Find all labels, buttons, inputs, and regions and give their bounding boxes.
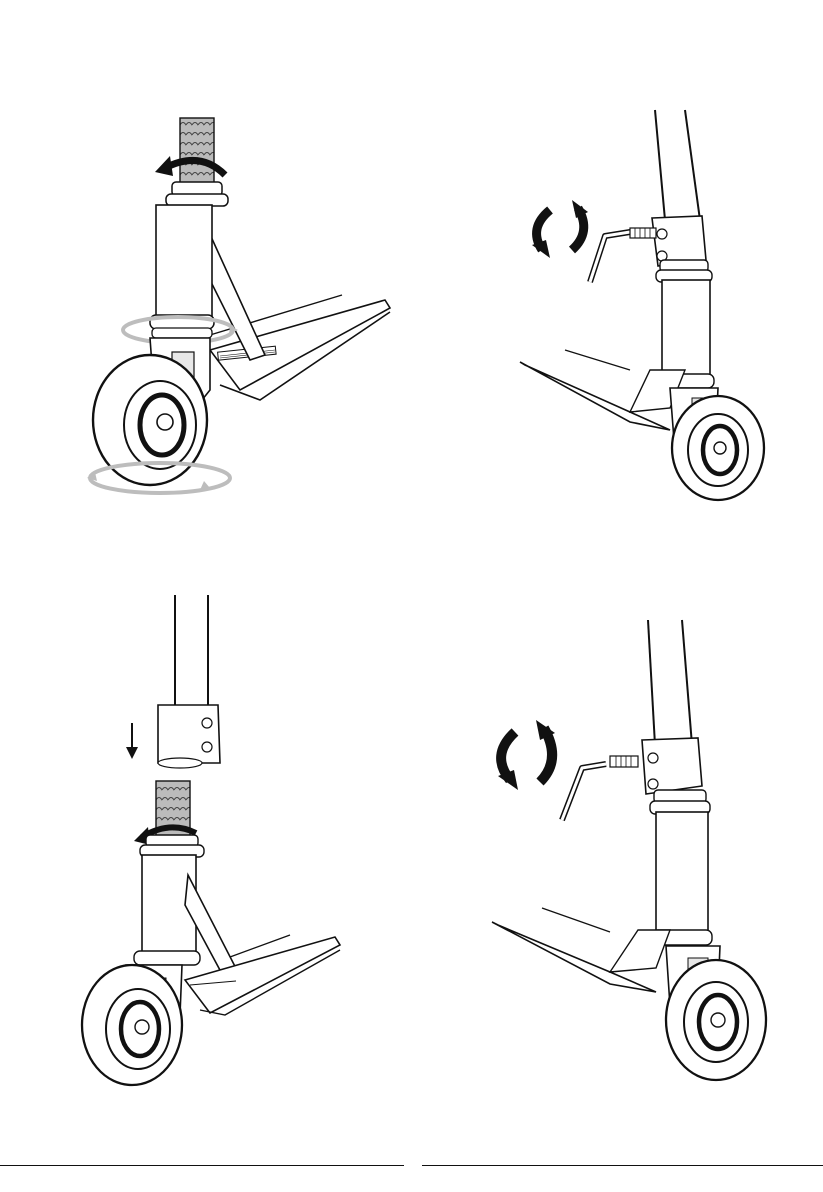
illustration-step-3 xyxy=(60,585,420,1095)
front-wheel xyxy=(666,960,766,1080)
deck xyxy=(492,908,670,992)
handlebar-tube xyxy=(655,110,700,220)
scooter-headset-illustration xyxy=(60,90,420,520)
clamp-tightening-illustration xyxy=(480,100,810,520)
deck xyxy=(520,350,685,430)
allen-key-icon xyxy=(562,764,606,820)
footer-text-right xyxy=(430,1183,815,1192)
clamp-tightening-illustration xyxy=(470,600,815,1100)
headset-stack xyxy=(166,182,228,206)
front-wheel xyxy=(672,396,764,500)
down-arrow-icon xyxy=(126,723,138,759)
footer-divider-left xyxy=(0,1165,404,1166)
handlebar-tube xyxy=(175,595,208,710)
steerer-tube xyxy=(156,781,190,841)
steerer-tube xyxy=(180,118,214,188)
front-wheel xyxy=(82,965,182,1085)
clamp xyxy=(158,705,220,768)
bar-insertion-illustration xyxy=(60,585,420,1095)
clamp xyxy=(642,738,702,794)
illustration-step-1 xyxy=(60,90,420,520)
bolt xyxy=(610,756,638,767)
headset-stack xyxy=(656,260,714,388)
illustration-step-2 xyxy=(480,100,810,520)
rotate-arrow-icon xyxy=(498,720,555,790)
footer-divider-right xyxy=(422,1165,823,1166)
clamp xyxy=(652,216,706,266)
handlebar-tube xyxy=(648,620,692,745)
headset-stack xyxy=(650,790,712,945)
rotate-arrow-icon xyxy=(532,200,588,258)
allen-key-icon xyxy=(590,232,630,282)
footer-text-left xyxy=(8,1183,404,1192)
bolt xyxy=(630,228,656,238)
illustration-step-4 xyxy=(470,600,815,1100)
